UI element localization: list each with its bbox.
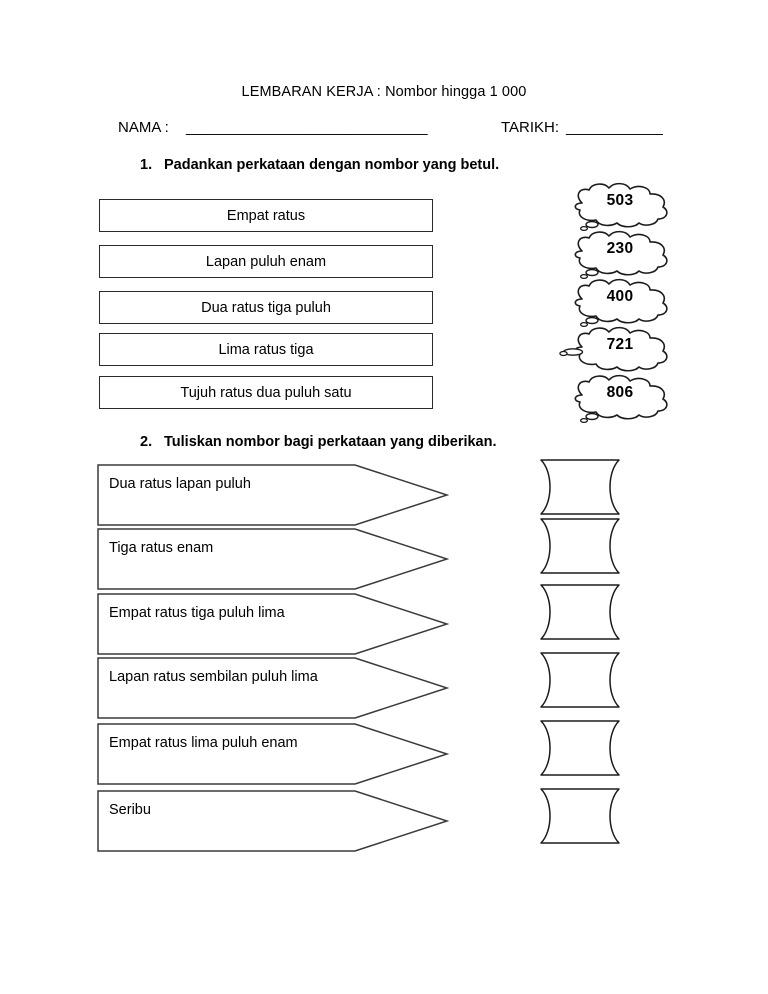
arrow-shape-row[interactable]: Seribu <box>97 789 449 853</box>
number-cloud[interactable]: 230 <box>560 229 680 281</box>
arrow-shape-row[interactable]: Lapan ratus sembilan puluh lima <box>97 656 449 720</box>
cloud-icon <box>574 374 668 424</box>
name-label: NAMA : <box>118 119 169 136</box>
number-cloud[interactable]: 400 <box>560 277 680 329</box>
word-box-label: Lima ratus tiga <box>218 341 314 358</box>
arrow-shape-row[interactable]: Tiga ratus enam <box>97 527 449 591</box>
tape-shape-icon <box>540 652 620 708</box>
word-box-label: Dua ratus tiga puluh <box>201 299 331 316</box>
question-1-heading: 1. Padankan perkataan dengan nombor yang … <box>140 157 499 173</box>
arrow-shape-label: Empat ratus tiga puluh lima <box>109 605 285 621</box>
question-2-heading: 2. Tuliskan nombor bagi perkataan yang di… <box>140 434 497 450</box>
word-box-label: Lapan puluh enam <box>205 253 327 270</box>
word-box-label: Empat ratus <box>226 207 306 224</box>
answer-shape[interactable] <box>529 583 633 641</box>
question-1-number: 1. <box>140 157 153 173</box>
cloud-icon <box>574 278 668 328</box>
number-cloud[interactable]: 806 <box>560 373 680 425</box>
arrow-shape-label: Tiga ratus enam <box>109 540 214 556</box>
arrow-shape-label: Seribu <box>109 802 151 818</box>
word-box[interactable]: Empat ratus <box>99 199 433 232</box>
tape-shape-icon <box>540 459 620 515</box>
arrow-shape-icon <box>97 723 449 785</box>
arrow-shape-icon <box>97 790 449 852</box>
tape-shape-icon <box>540 788 620 844</box>
arrow-shape-row[interactable]: Empat ratus lima puluh enam <box>97 722 449 786</box>
cloud-number: 503 <box>606 192 634 209</box>
question-2-number: 2. <box>140 434 153 450</box>
word-box[interactable]: Lapan puluh enam <box>99 245 433 278</box>
name-blank-field[interactable]: ______________________________ <box>186 119 428 136</box>
tape-shape-icon <box>540 584 620 640</box>
arrow-shape-row[interactable]: Empat ratus tiga puluh lima <box>97 592 449 656</box>
worksheet-title: LEMBARAN KERJA : Nombor hingga 1 000 <box>241 84 527 100</box>
arrow-shape-label: Lapan ratus sembilan puluh lima <box>109 669 318 685</box>
answer-shape[interactable] <box>529 517 633 575</box>
cloud-number: 806 <box>606 384 634 401</box>
cloud-number: 230 <box>606 240 634 257</box>
question-1-instruction: Padankan perkataan dengan nombor yang be… <box>164 157 500 173</box>
word-box-label: Tujuh ratus dua puluh satu <box>180 384 352 401</box>
arrow-shape-icon <box>97 593 449 655</box>
arrow-shape-label: Dua ratus lapan puluh <box>109 476 251 492</box>
word-box[interactable]: Tujuh ratus dua puluh satu <box>99 376 433 409</box>
arrow-shape-label: Empat ratus lima puluh enam <box>109 735 298 751</box>
number-cloud[interactable]: 503 <box>560 181 680 233</box>
cloud-number: 721 <box>606 336 634 353</box>
date-blank-field[interactable]: ____________ <box>566 119 663 136</box>
answer-shape[interactable] <box>529 651 633 709</box>
arrow-shape-icon <box>97 528 449 590</box>
answer-shape[interactable] <box>529 787 633 845</box>
question-2-instruction: Tuliskan nombor bagi perkataan yang dibe… <box>164 434 497 450</box>
cloud-number: 400 <box>606 288 634 305</box>
arrow-shape-icon <box>97 657 449 719</box>
word-box[interactable]: Dua ratus tiga puluh <box>99 291 433 324</box>
answer-shape[interactable] <box>529 458 633 516</box>
arrow-shape-row[interactable]: Dua ratus lapan puluh <box>97 463 449 527</box>
cloud-icon <box>574 230 668 280</box>
cloud-icon <box>559 326 668 372</box>
tape-shape-icon <box>540 518 620 574</box>
number-cloud[interactable]: 721 <box>559 325 680 377</box>
word-box[interactable]: Lima ratus tiga <box>99 333 433 366</box>
date-label: TARIKH: <box>501 119 560 136</box>
tape-shape-icon <box>540 720 620 776</box>
arrow-shape-icon <box>97 464 449 526</box>
cloud-icon <box>574 182 668 232</box>
name-date-row: NAMA : ______________________________ TA… <box>118 119 718 141</box>
answer-shape[interactable] <box>529 719 633 777</box>
